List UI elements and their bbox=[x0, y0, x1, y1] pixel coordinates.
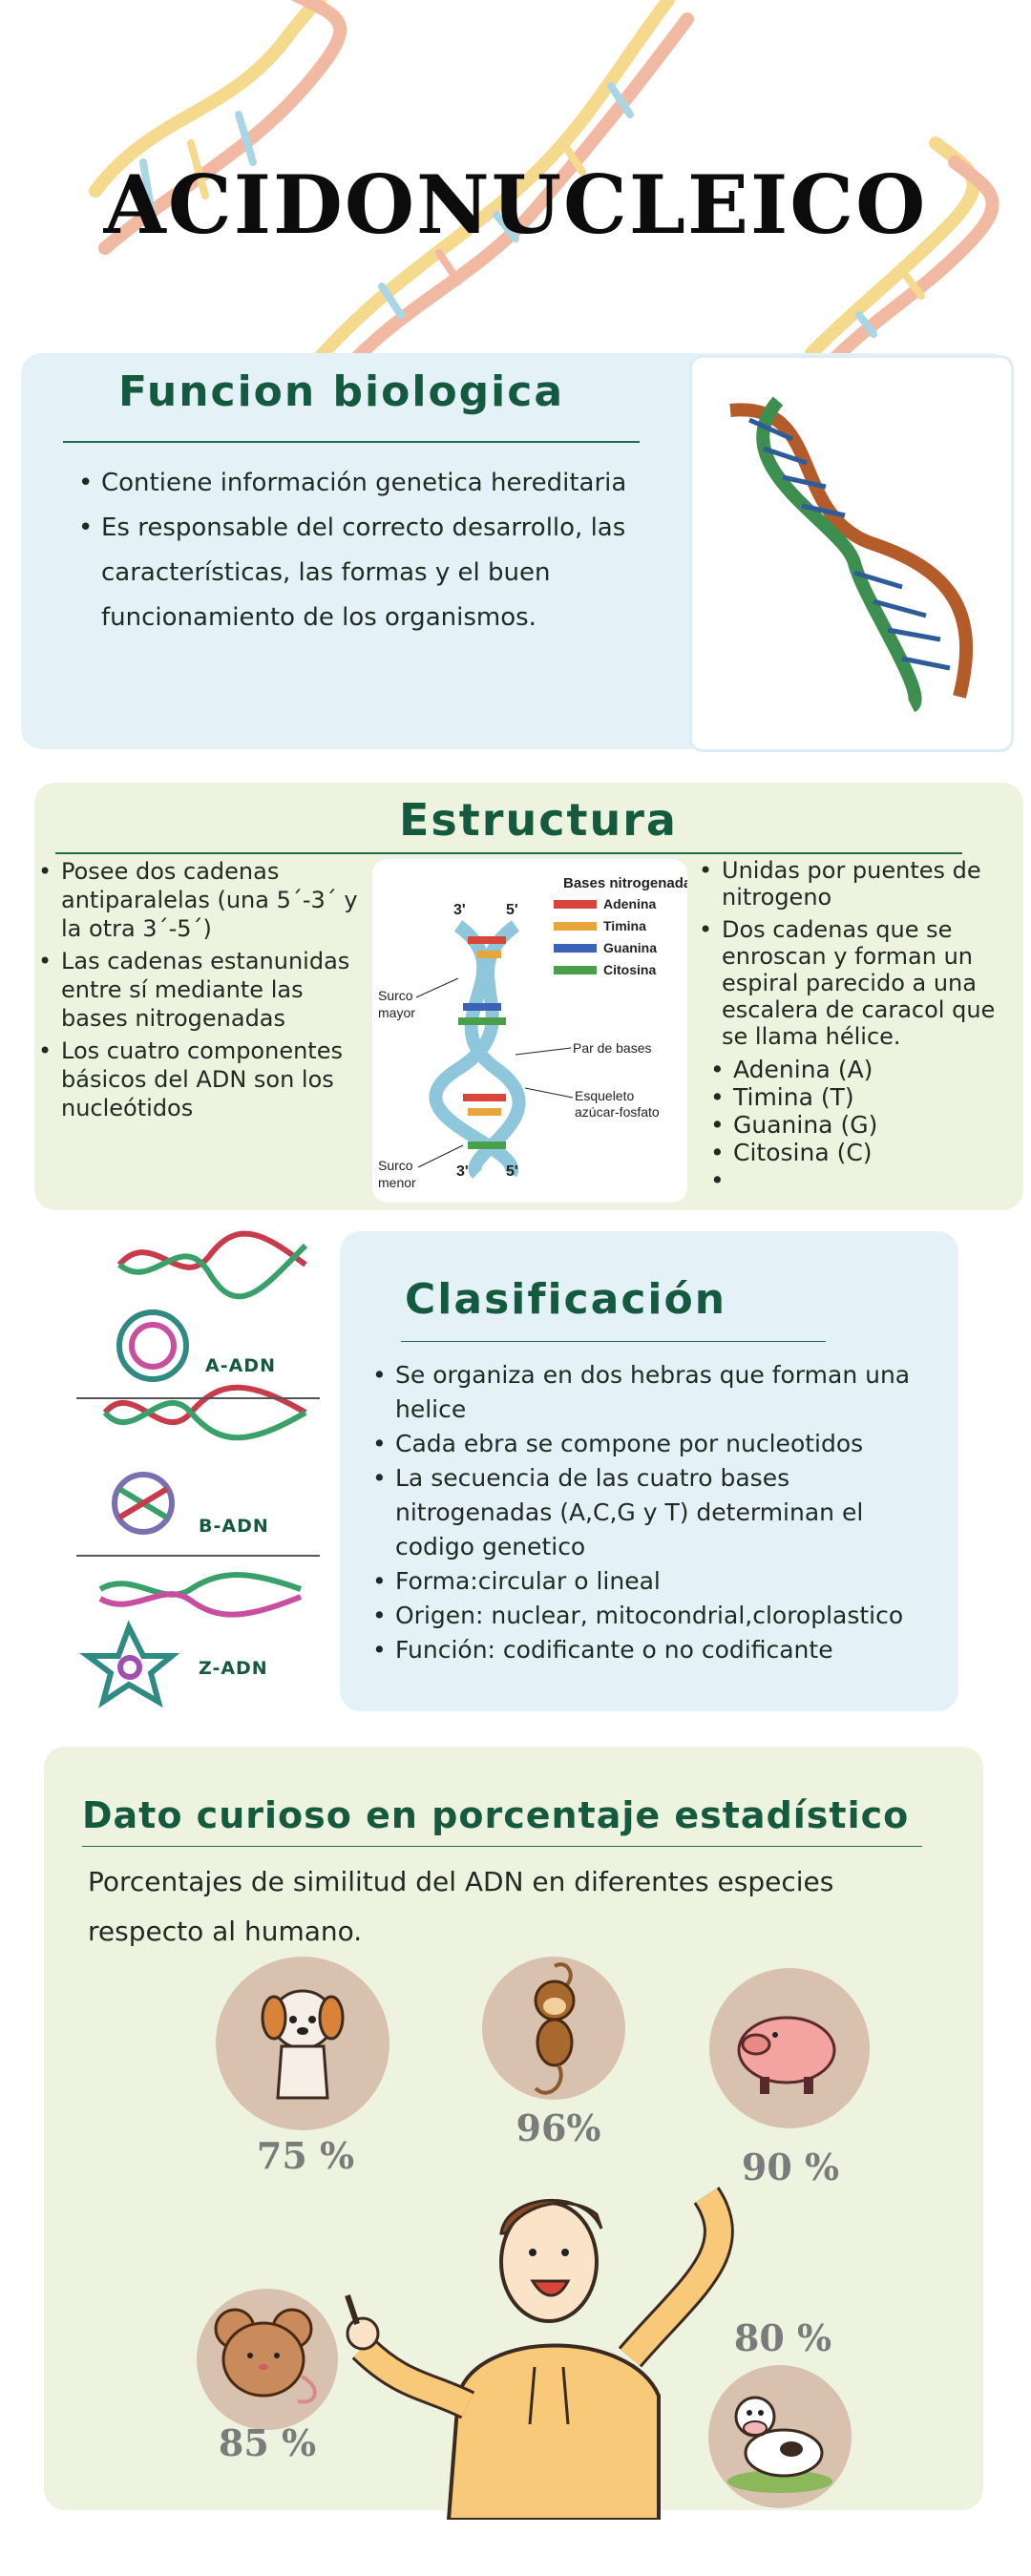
legend-citosina: Citosina bbox=[603, 962, 656, 977]
estructura-bullet: Dos cadenas que se enroscan y forman un … bbox=[699, 916, 1019, 1050]
funcion-divider bbox=[63, 441, 640, 443]
dato-heading: Dato curioso en porcentaje estadístico bbox=[82, 1794, 910, 1836]
dog-icon bbox=[261, 1989, 345, 2100]
pig-percentage: 90 % bbox=[741, 2146, 840, 2189]
dna-structure-diagram-svg: Bases nitrogenadas: Adenina Timina Guani… bbox=[378, 875, 687, 1190]
cow-icon bbox=[727, 2396, 832, 2493]
diagram-legend-title: Bases nitrogenadas: bbox=[563, 875, 687, 891]
form-label-a: A-ADN bbox=[205, 1355, 276, 1376]
clasificacion-bullet: Función: codificante o no codificante bbox=[372, 1633, 945, 1667]
clasificacion-bullet: Forma:circular o lineal bbox=[372, 1564, 945, 1599]
estructura-bullet: Posee dos cadenas antiparalelas (una 5´-… bbox=[38, 857, 368, 943]
legend-adenina: Adenina bbox=[603, 896, 656, 911]
monkey-icon bbox=[534, 1962, 576, 2095]
pig-icon bbox=[737, 2016, 836, 2094]
legend-swatch-adenina bbox=[554, 900, 597, 909]
dato-text: Porcentajes de similitud del ADN en dife… bbox=[88, 1866, 834, 1947]
monkey-percentage: 96% bbox=[516, 2106, 601, 2149]
mouse-percentage: 85 % bbox=[218, 2421, 317, 2464]
clasificacion-heading: Clasificación bbox=[405, 1275, 727, 1324]
legend-guanina: Guanina bbox=[603, 940, 657, 955]
estructura-bullet: Unidas por puentes de nitrogeno bbox=[699, 857, 1019, 911]
legend-swatch-citosina bbox=[554, 966, 597, 974]
estructura-bullet: Los cuatro componentes básicos del ADN s… bbox=[38, 1037, 368, 1122]
estructura-divider bbox=[55, 852, 962, 854]
base-item: Citosina (C) bbox=[710, 1139, 997, 1166]
clasificacion-divider bbox=[401, 1341, 826, 1342]
cow-percentage: 80 % bbox=[733, 2316, 832, 2359]
mouse-icon bbox=[214, 2308, 317, 2404]
funcion-list: Contiene información genetica hereditari… bbox=[78, 461, 651, 640]
label-esqueleto: Esqueleto bbox=[575, 1088, 634, 1103]
funcion-bullet: Contiene información genetica hereditari… bbox=[78, 461, 651, 506]
dna-decoration-icon bbox=[89, 0, 999, 363]
dna-double-helix-icon bbox=[729, 396, 974, 713]
bases-list: Adenina (A) Timina (T) Guanina (G) Citos… bbox=[710, 1056, 997, 1194]
estructura-heading: Estructura bbox=[399, 794, 678, 846]
label-top-left: 3' bbox=[453, 902, 466, 918]
legend-timina: Timina bbox=[603, 918, 646, 933]
dato-divider bbox=[82, 1846, 922, 1847]
legend-swatch-guanina bbox=[554, 944, 597, 953]
svg-text:menor: menor bbox=[378, 1175, 416, 1190]
base-item: Adenina (A) bbox=[710, 1056, 997, 1083]
base-item: Timina (T) bbox=[710, 1083, 997, 1111]
dog-percentage: 75 % bbox=[256, 2134, 355, 2177]
clasificacion-bullet: La secuencia de las cuatro bases nitroge… bbox=[372, 1461, 945, 1564]
legend-swatch-timina bbox=[554, 922, 597, 931]
person-illustration bbox=[345, 2187, 734, 2520]
dna-forms-illustration bbox=[76, 1230, 320, 1708]
funcion-heading: Funcion biologica bbox=[118, 367, 565, 416]
label-surco-menor: Surco bbox=[378, 1158, 413, 1173]
estructura-right-list: Unidas por puentes de nitrogeno Dos cade… bbox=[699, 857, 1019, 1050]
clasificacion-bullet: Origen: nuclear, mitocondrial,cloroplast… bbox=[372, 1599, 945, 1633]
form-label-z: Z-ADN bbox=[199, 1658, 268, 1679]
clasificacion-bullet: Se organiza en dos hebras que forman una… bbox=[372, 1358, 945, 1427]
label-surco-mayor: Surco bbox=[378, 988, 413, 1003]
clasificacion-list: Se organiza en dos hebras que forman una… bbox=[372, 1358, 945, 1667]
estructura-left-list: Posee dos cadenas antiparalelas (una 5´-… bbox=[38, 857, 368, 1122]
svg-text:azúcar-fosfato: azúcar-fosfato bbox=[575, 1104, 660, 1120]
diagram-legend: Adenina Timina Guanina Citosina bbox=[554, 896, 657, 977]
page-title: ACIDONUCLEICO bbox=[103, 157, 928, 252]
funcion-bullet: Es responsable del correcto desarrollo, … bbox=[78, 506, 651, 640]
label-bottom-right: 5' bbox=[506, 1163, 518, 1180]
estructura-bullet: Las cadenas estanunidas entre sí mediant… bbox=[38, 947, 368, 1033]
label-par-de-bases: Par de bases bbox=[573, 1040, 652, 1056]
label-bottom-left: 3' bbox=[456, 1163, 469, 1180]
svg-text:mayor: mayor bbox=[378, 1005, 415, 1020]
dna-structure-diagram bbox=[372, 859, 687, 1203]
clasificacion-bullet: Cada ebra se compone por nucleotidos bbox=[372, 1427, 945, 1461]
label-top-right: 5' bbox=[506, 902, 518, 918]
form-label-b: B-ADN bbox=[199, 1516, 269, 1537]
base-item: Guanina (G) bbox=[710, 1111, 997, 1139]
